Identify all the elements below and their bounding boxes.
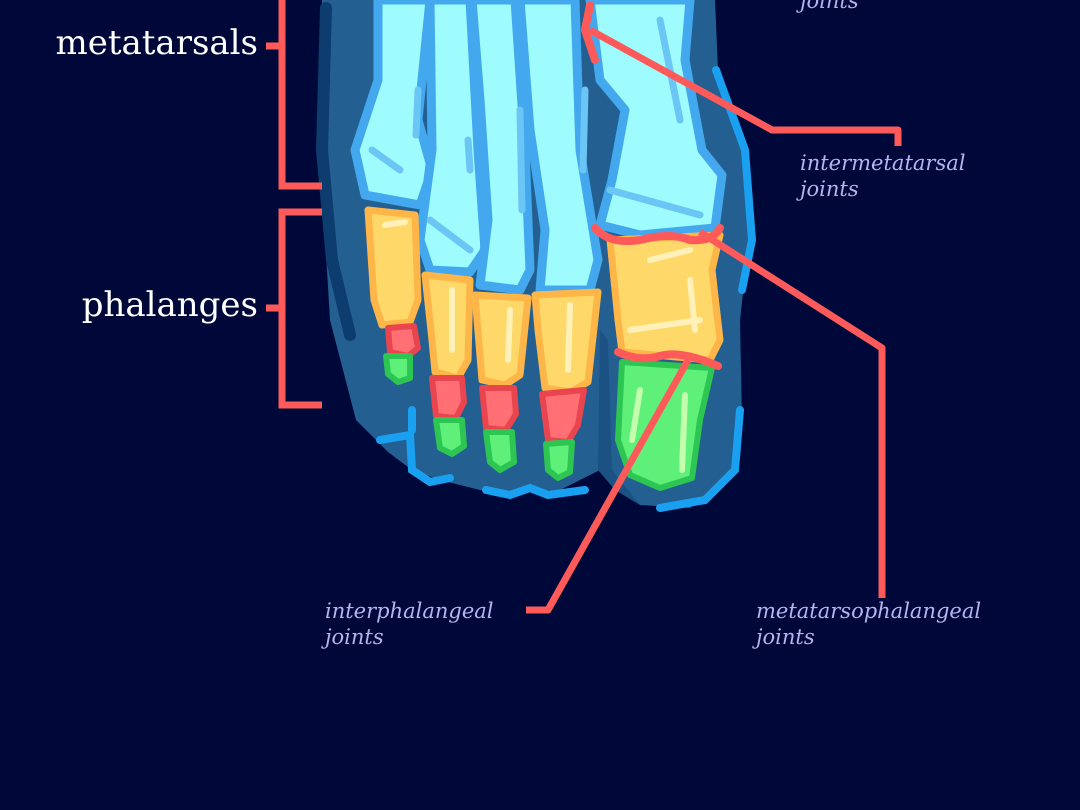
metatarsophalangeal-line-1: metatarsophalangeal [756,599,982,623]
interphalangeal-line-2: joints [325,625,384,649]
intermetatarsal-leader [588,26,902,146]
foot-outline-big-toe [656,406,744,512]
metatarsal-3 [467,0,535,295]
interphalangeal-leader [526,358,692,614]
proximal-phalanx-5 [364,206,422,329]
middle-phalanges [385,323,587,445]
intermetatarsal-line-1: intermetatarsal [800,151,966,175]
top-joints-line: joints [800,0,859,13]
intermetatarsal-line-2: joints [800,177,859,201]
foot-inner-shadow [598,330,640,505]
phalanges-label: phalanges [81,285,258,325]
middle-phalanx-3 [479,385,519,433]
metatarsophalangeal-line-2: joints [756,625,815,649]
metatarsophalangeal-joints-label: metatarsophalangeal joints [756,598,981,650]
metatarsal-1 [585,0,727,240]
metatarsal-highlights [368,16,704,254]
distal-phalanx-3 [483,429,517,473]
intermetatarsal-joint-line [580,1,599,64]
phalanges-bracket [266,208,322,409]
proximal-phalanx-3 [471,291,532,389]
interphalangeal-line-1: interphalangeal [325,599,494,623]
distal-phalanx-5 [383,353,413,385]
leader-lines [526,26,902,614]
intermetatarsal-joints-label: intermetatarsal joints [800,150,965,202]
distal-phalanx-4 [433,417,467,457]
metatarsal-bones [350,0,727,295]
middle-phalanx-2 [539,387,587,445]
distal-highlights [629,387,688,473]
middle-phalanx-4 [429,375,467,421]
interphalangeal-joint-line [614,348,722,370]
brackets [266,0,322,409]
metatarsals-bracket [266,0,322,190]
foot-outline-toes [376,430,589,500]
proximal-phalanx-4 [421,271,474,382]
distal-phalanx-2 [543,439,575,481]
metatarsals-label: metatarsals [55,23,258,63]
proximal-highlights [382,219,703,373]
top-joints-label: joints [800,0,859,14]
middle-phalanx-5 [385,323,421,359]
foot-outline-left [315,2,356,341]
interphalangeal-joints-label: interphalangeal joints [325,598,494,650]
metatarsophalangeal-leader [698,229,886,598]
